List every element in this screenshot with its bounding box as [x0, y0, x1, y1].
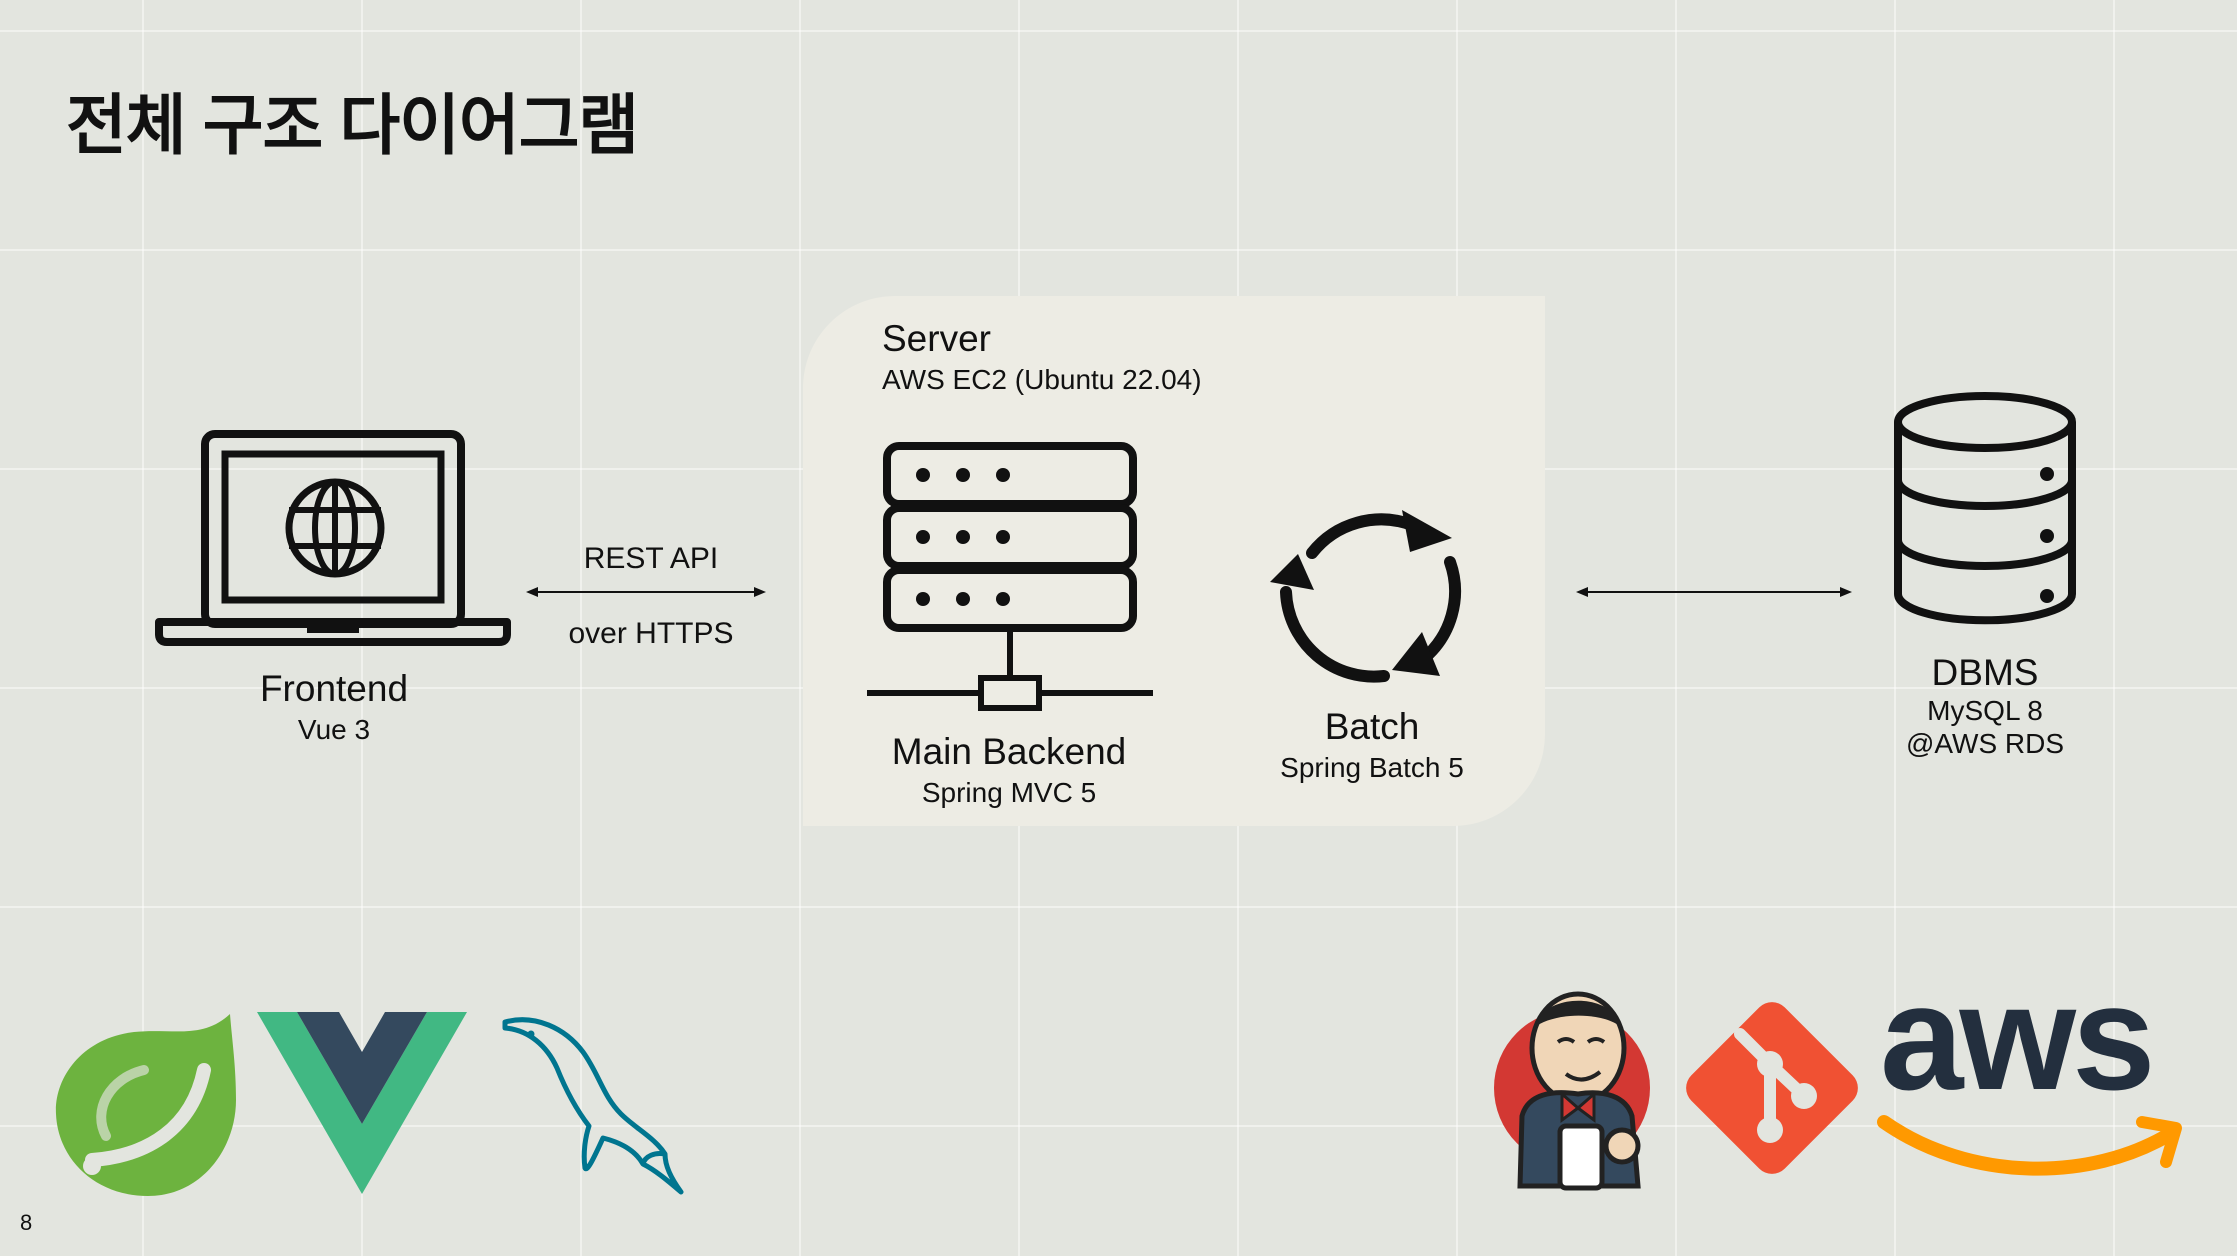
- server-rack-icon: [867, 442, 1153, 711]
- server-title: Server: [882, 318, 991, 359]
- refresh-cycle-icon: [1270, 510, 1462, 683]
- frontend-label: Frontend: [259, 668, 409, 709]
- batch-label: Batch: [1324, 706, 1420, 747]
- batch-tech: Spring Batch 5: [1280, 752, 1464, 783]
- connection-label-bottom: over HTTPS: [568, 617, 734, 650]
- main-backend-tech: Spring MVC 5: [921, 777, 1097, 808]
- server-dbms-arrow: [1576, 587, 1852, 597]
- aws-smile-icon: [1877, 1115, 2182, 1176]
- slide-title: 전체 구조 다이어그램: [66, 88, 639, 162]
- connection-label-top: REST API: [583, 542, 719, 575]
- jenkins-logo: [1494, 991, 1650, 1191]
- vue-logo: [257, 1012, 467, 1194]
- server-subtitle: AWS EC2 (Ubuntu 22.04): [882, 364, 1202, 395]
- dbms-tech-line2: @AWS RDS: [1905, 728, 2065, 759]
- frontend-backend-arrow: [526, 587, 766, 597]
- aws-logo: aws: [1877, 953, 2182, 1182]
- database-icon: [1894, 392, 2076, 625]
- dbms-label: DBMS: [1931, 652, 2039, 693]
- git-logo: [1686, 1002, 1858, 1174]
- dbms-tech-line1: MySQL 8: [1927, 695, 2043, 726]
- page-number: 8: [20, 1210, 33, 1235]
- laptop-globe-icon: [155, 430, 511, 646]
- spring-logo: [55, 1014, 236, 1196]
- frontend-tech: Vue 3: [297, 714, 371, 745]
- mysql-dolphin-logo: [502, 1017, 684, 1195]
- aws-logo-text: aws: [1880, 953, 2156, 1121]
- server-panel: [803, 296, 1545, 826]
- main-backend-label: Main Backend: [891, 731, 1127, 772]
